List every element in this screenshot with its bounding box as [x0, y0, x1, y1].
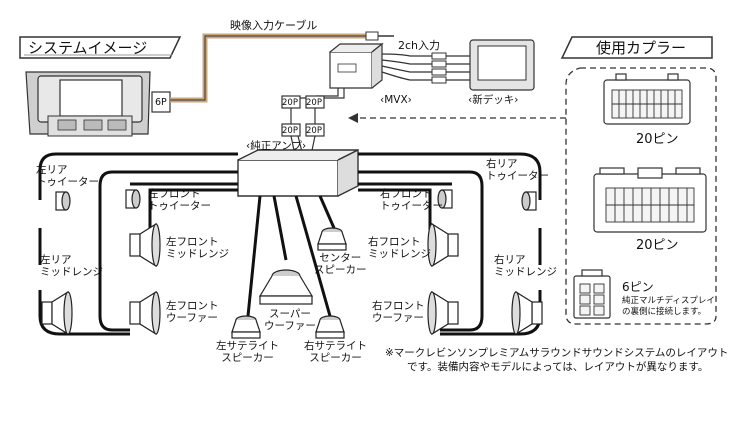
mvx-label: ‹MVX›: [380, 94, 412, 106]
left-rear-midrange-icon: [41, 291, 73, 335]
right-front-midrange-icon: [427, 223, 459, 267]
left-satellite-icon: [231, 315, 261, 339]
pin-20p-label-2: 20P: [306, 98, 322, 108]
right-rear-midrange-label: 右リア ミッドレンジ: [494, 254, 557, 278]
left-front-woofer-icon: [129, 291, 161, 335]
arrow-icon: [348, 113, 358, 123]
pin-20p-label-3: 20P: [282, 126, 298, 136]
right-satellite-label: 右サテライト スピーカー: [304, 340, 367, 364]
center-speaker-icon: [317, 227, 347, 251]
coupler-20pin-b-icon: [593, 167, 707, 233]
genuine-amp: [237, 148, 359, 197]
left-front-midrange-icon: [129, 223, 161, 267]
center-speaker-label: センター スピーカー: [314, 252, 367, 276]
video-cable-label: 映像入力ケーブル: [230, 19, 318, 32]
pin-20p-label-4: 20P: [306, 126, 322, 136]
right-front-woofer-icon: [427, 291, 459, 335]
mvx-box: [329, 42, 384, 89]
left-satellite-label: 左サテライト スピーカー: [216, 340, 279, 364]
pin6-label: 6ピン: [622, 280, 654, 294]
tag-system-image: システムイメージ: [28, 39, 148, 57]
genuine-amp-label: ‹純正アンプ›: [246, 140, 307, 152]
pin-20p-label-1: 20P: [282, 98, 298, 108]
left-front-tweeter-label: 左フロント トゥイーター: [148, 188, 211, 212]
coupler-6pin-icon: [573, 269, 611, 319]
input-2ch-label: 2ch入力: [398, 39, 441, 52]
left-front-tweeter-icon: [125, 189, 141, 209]
pin6-note: 純正マルチディスプレイ の裏側に接続します。: [622, 296, 715, 317]
left-rear-tweeter-label: 左リア トゥイーター: [36, 164, 99, 188]
pin20-b-label: 20ピン: [636, 238, 679, 253]
footnote-line-2: です。装備内容やモデルによっては、レイアウトが異なります。: [407, 361, 709, 373]
right-rear-tweeter-icon: [521, 191, 537, 211]
coupler-20pin-a-icon: [603, 73, 691, 125]
right-front-midrange-label: 右フロント ミッドレンジ: [368, 236, 431, 260]
new-deck-label: ‹新デッキ›: [468, 94, 519, 106]
tag-system-image-box: [19, 36, 182, 59]
right-rear-tweeter-label: 右リア トゥイーター: [486, 158, 549, 182]
pin20-a-label: 20ピン: [636, 132, 679, 147]
tag-used-coupler-box: [560, 36, 713, 59]
super-woofer-icon: [258, 269, 314, 305]
right-front-tweeter-label: 右フロント トゥイーター: [380, 188, 443, 212]
right-front-woofer-label: 右フロント ウーファー: [372, 300, 425, 324]
left-rear-tweeter-icon: [55, 191, 71, 211]
new-deck: [469, 39, 535, 91]
super-woofer-label: スーパー ウーファー: [264, 308, 316, 332]
connector-20p-group: [281, 95, 325, 137]
tag-used-coupler: 使用カプラー: [596, 39, 687, 57]
footnote-line-1: ※マークレビンソンプレミアムサラウンドサウンドシステムのレイアウト: [385, 347, 729, 359]
left-front-woofer-label: 左フロント ウーファー: [166, 300, 219, 324]
footnote: ※マークレビンソンプレミアムサラウンドサウンドシステムのレイアウト です。装備内…: [385, 346, 728, 374]
car-audio-unit: [25, 71, 151, 137]
right-satellite-icon: [315, 315, 345, 339]
left-rear-midrange-label: 左リア ミッドレンジ: [40, 254, 103, 278]
pin-6p-label: 6P: [155, 97, 167, 108]
coupler-panel-outline: [565, 67, 717, 325]
left-front-midrange-label: 左フロント ミッドレンジ: [166, 236, 229, 260]
